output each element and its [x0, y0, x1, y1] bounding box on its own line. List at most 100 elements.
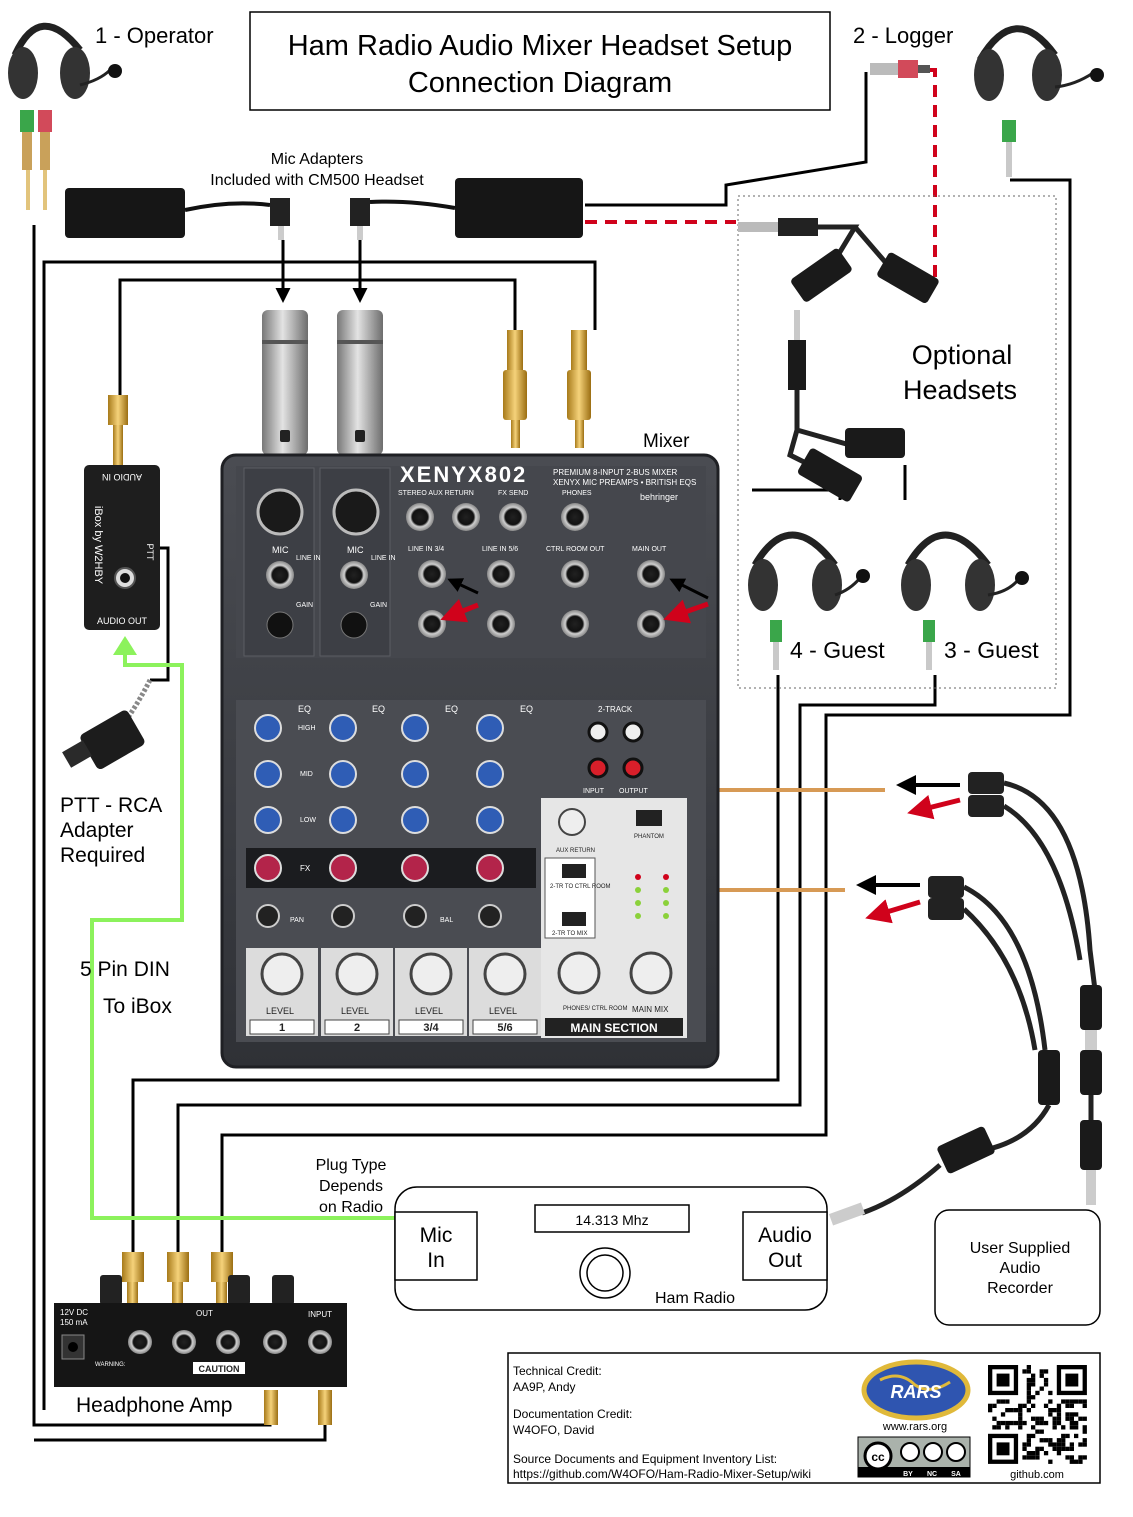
- optional-line1: Optional: [912, 340, 1013, 370]
- ptt-line2: Adapter: [60, 819, 134, 842]
- mixer-eq-1: EQ: [298, 704, 311, 714]
- label-operator: 1 - Operator: [95, 23, 214, 48]
- mixer-level-3: LEVEL: [415, 1006, 443, 1016]
- label-guest3: 3 - Guest: [944, 637, 1039, 663]
- green-arrow-head: [113, 636, 137, 655]
- mixer-ch-3: 3/4: [423, 1022, 439, 1034]
- mixer-subtitle2: XENYX MIC PREAMPS • BRITISH EQS: [553, 478, 696, 487]
- radio-name: Ham Radio: [655, 1290, 735, 1307]
- mixer-phones-ctrl: PHONES/ CTRL ROOM: [563, 1006, 627, 1012]
- mixer-device: XENYX802 PREMIUM 8-INPUT 2-BUS MIXER XEN…: [222, 455, 718, 1067]
- ptt-adapter-icon: [62, 680, 150, 771]
- ptt-line1: PTT - RCA: [60, 794, 162, 817]
- label-logger: 2 - Logger: [853, 23, 953, 48]
- mixer-eq-2: EQ: [372, 704, 385, 714]
- credit-tech-label: Technical Credit:: [513, 1364, 602, 1378]
- credit-source-label: Source Documents and Equipment Inventory…: [513, 1452, 777, 1466]
- logger-top-plug-icon: [870, 60, 930, 78]
- mic-adapters-line1: Mic Adapters: [271, 151, 363, 168]
- amp-power2: 150 mA: [60, 1318, 88, 1327]
- mixer-two-track: 2-TRACK: [598, 705, 633, 714]
- radio-mic-in-2: In: [427, 1249, 445, 1272]
- mixer-ctrl-room: CTRL ROOM OUT: [546, 546, 605, 553]
- mixer-main-out: MAIN OUT: [632, 546, 667, 553]
- mixer-level-4: LEVEL: [489, 1006, 517, 1016]
- quarter-plug-1-icon: [503, 330, 527, 448]
- cc-license-icon: cc BY NC SA: [858, 1437, 970, 1478]
- mixer-low: LOW: [300, 817, 316, 824]
- credit-source-url: https://github.com/W4OFO/Ham-Radio-Mixer…: [513, 1467, 811, 1481]
- quarter-plug-2-icon: [567, 330, 591, 448]
- mixer-eq-4: EQ: [520, 704, 533, 714]
- mixer-level-1: LEVEL: [266, 1006, 294, 1016]
- recorder-line3: Recorder: [987, 1280, 1053, 1297]
- mixer-output: OUTPUT: [619, 788, 649, 795]
- mixer-eq-3: EQ: [445, 704, 458, 714]
- rars-logo-icon: RARS: [864, 1362, 968, 1418]
- plug-type-line3: on Radio: [319, 1199, 383, 1216]
- rars-url: www.rars.org: [882, 1421, 947, 1433]
- amp-warning: WARNING:: [95, 1362, 126, 1368]
- cc-sa: SA: [951, 1471, 961, 1478]
- credits-box: Technical Credit: AA9P, Andy Documentati…: [508, 1353, 1100, 1483]
- mixer-phones: PHONES: [562, 490, 592, 497]
- recorder-line1: User Supplied: [970, 1240, 1071, 1257]
- label-guest4: 4 - Guest: [790, 637, 885, 663]
- credit-doc-label: Documentation Credit:: [513, 1407, 632, 1421]
- mixer-line34: LINE IN 3/4: [408, 546, 444, 553]
- mixer-gain-2: GAIN: [370, 602, 387, 609]
- amp-power1: 12V DC: [60, 1308, 88, 1317]
- radio-frequency: 14.313 Mhz: [575, 1212, 648, 1228]
- radio-audio-out-2: Out: [768, 1249, 802, 1272]
- title-box: Ham Radio Audio Mixer Headset Setup Conn…: [250, 12, 830, 110]
- mixer-mic-1: MIC: [272, 545, 289, 555]
- mixer-mic-2: MIC: [347, 545, 364, 555]
- mixer-fx: FX: [300, 864, 311, 873]
- amp-caution: CAUTION: [199, 1364, 240, 1374]
- mixer-main-section: MAIN SECTION: [570, 1021, 657, 1035]
- ptt-line3: Required: [60, 844, 145, 867]
- din-line1: 5 Pin DIN: [80, 958, 170, 981]
- mixer-mid: MID: [300, 771, 313, 778]
- amp-input: INPUT: [308, 1310, 332, 1319]
- din-line2: To iBox: [103, 995, 172, 1018]
- mixer-phantom: PHANTOM: [634, 834, 664, 840]
- mixer-to-ctrl: 2-TR TO CTRL ROOM: [550, 884, 611, 890]
- ibox-device: AUDIO IN iBox by W2HBY PTT AUDIO OUT: [84, 395, 160, 630]
- mixer-aux-return: AUX RETURN: [556, 848, 595, 854]
- mixer-gain-1: GAIN: [296, 602, 313, 609]
- mixer-fx-send: FX SEND: [498, 490, 528, 497]
- mixer-level-2: LEVEL: [341, 1006, 369, 1016]
- rars-text: RARS: [890, 1382, 941, 1402]
- mixer-stereo-aux: STEREO AUX RETURN: [398, 490, 474, 497]
- label-headphone-amp: Headphone Amp: [76, 1394, 232, 1417]
- dash-logger: [910, 70, 935, 285]
- headset-logger-icon: [974, 29, 1104, 101]
- mixer-to-mix: 2-TR TO MIX: [552, 931, 587, 937]
- title-line1: Ham Radio Audio Mixer Headset Setup: [288, 30, 793, 62]
- plug-type-line1: Plug Type: [316, 1157, 387, 1174]
- ibox-ptt: PTT: [145, 544, 155, 562]
- wire-ibox-in: [120, 280, 515, 395]
- cc-by: BY: [903, 1471, 913, 1478]
- mixer-linein-1: LINE IN: [296, 555, 321, 562]
- logger-plug-icon: [1002, 120, 1016, 177]
- mixer-pan: PAN: [290, 917, 304, 924]
- cc-nc: NC: [927, 1471, 937, 1478]
- mixer-ch-2: 2: [354, 1022, 360, 1034]
- cc-text: cc: [871, 1450, 885, 1464]
- credit-tech-name: AA9P, Andy: [513, 1380, 576, 1394]
- mixer-input: INPUT: [583, 788, 605, 795]
- mixer-bal: BAL: [440, 917, 453, 924]
- mixer-line56: LINE IN 5/6: [482, 546, 518, 553]
- label-mixer: Mixer: [643, 431, 690, 452]
- mixer-ch-4: 5/6: [497, 1022, 512, 1034]
- mixer-brand: XENYX802: [400, 462, 527, 487]
- mic-adapters-line2: Included with CM500 Headset: [210, 172, 424, 189]
- mixer-linein-2: LINE IN: [371, 555, 396, 562]
- title-line2: Connection Diagram: [408, 67, 672, 99]
- amp-out: OUT: [196, 1309, 213, 1318]
- xlr-plug-1-icon: [262, 310, 308, 455]
